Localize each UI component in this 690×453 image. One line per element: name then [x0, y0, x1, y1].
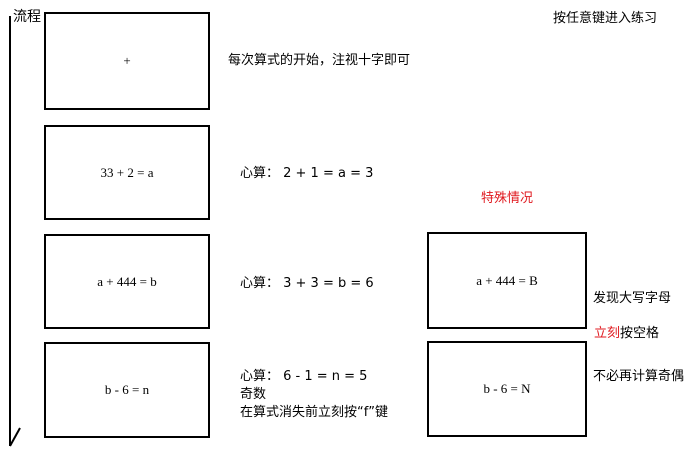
special-equation-2: b - 6 = N [483, 381, 531, 396]
space-instruction: 立刻按空格 [594, 325, 659, 343]
immediately-label: 立刻 [594, 326, 621, 341]
mental-calc-note-2: 心算： 3 + 3 = b = 6 [240, 276, 374, 291]
uppercase-note: 发现大写字母 [593, 291, 672, 306]
mental-calc-line: 心算： 6 - 1 = n = 5 [240, 369, 368, 384]
equation-text-2: a + 444 = b [97, 273, 157, 289]
mental-calc-note-3: 心算： 6 - 1 = n = 5 奇数 在算式消失前立刻按“f”键 [240, 368, 388, 422]
flow-label: 流程 [13, 9, 41, 25]
special-box-2: b - 6 = N [427, 341, 587, 437]
mental-calc-note-1: 心算： 2 + 1 = a = 3 [240, 166, 374, 181]
special-equation-1: a + 444 = B [476, 272, 538, 288]
equation-text-1: 33 + 2 = a [100, 164, 154, 180]
equation-text-3: b - 6 = n [104, 382, 150, 397]
press-f-instruction: 在算式消失前立刻按“f”键 [240, 405, 389, 420]
no-parity-note: 不必再计算奇偶 [593, 369, 685, 384]
press-space-label: 按空格 [620, 326, 660, 341]
fixation-box: + [44, 12, 210, 110]
flow-arrow [9, 16, 21, 447]
special-case-title: 特殊情况 [481, 191, 534, 206]
equation-box-3: b - 6 = n [44, 342, 210, 438]
fixation-cross: + [123, 53, 131, 68]
odd-label: 奇数 [240, 387, 267, 402]
fixation-note: 每次算式的开始，注视十字即可 [228, 53, 411, 68]
equation-box-2: a + 444 = b [44, 234, 210, 329]
special-box-1: a + 444 = B [427, 232, 587, 329]
start-hint: 按任意键进入练习 [553, 11, 658, 26]
equation-box-1: 33 + 2 = a [44, 125, 210, 220]
